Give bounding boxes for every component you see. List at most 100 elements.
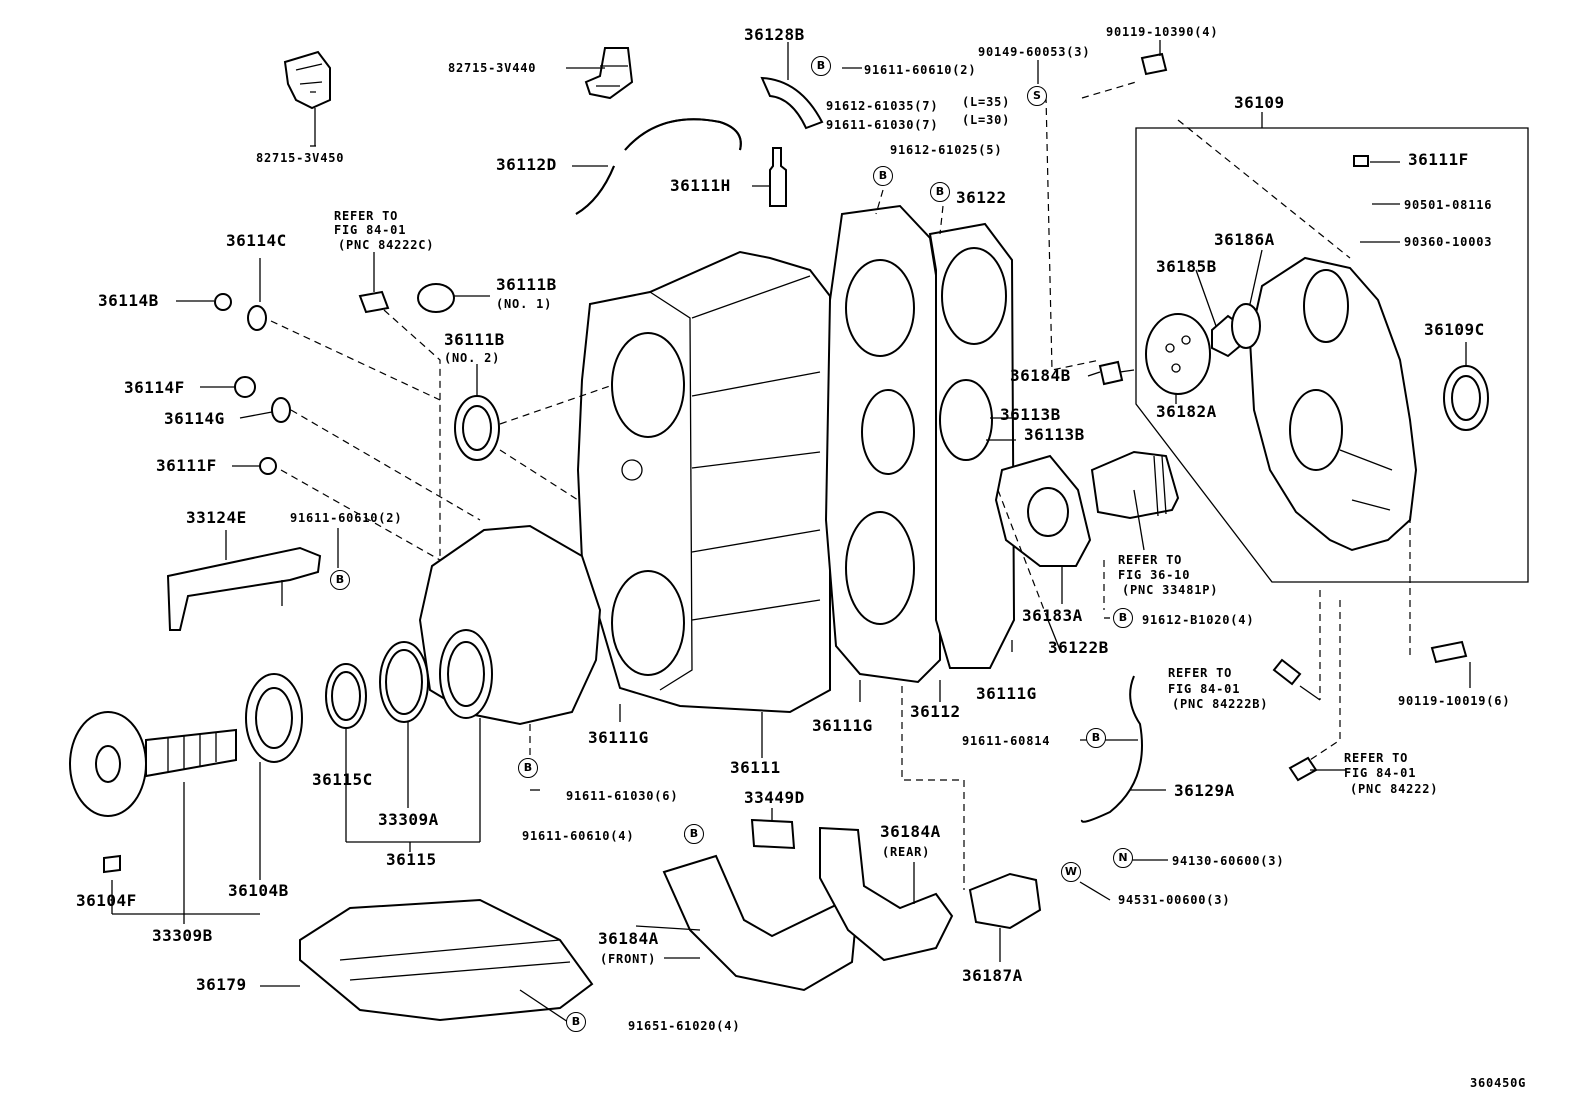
label-33124e: 33124E bbox=[186, 508, 247, 527]
label-ref4-b: FIG 84-01 bbox=[1344, 766, 1417, 780]
label-36111g-left: 36111G bbox=[588, 728, 649, 747]
badge-b-2: B bbox=[873, 166, 893, 186]
bracket-33124e bbox=[166, 546, 322, 631]
label-36122: 36122 bbox=[956, 188, 1007, 207]
label-36115: 36115 bbox=[386, 850, 437, 869]
label-91611-61030-7: 91611-61030(7) bbox=[826, 118, 939, 132]
badge-n: N bbox=[1113, 848, 1133, 868]
case-36111 bbox=[576, 250, 831, 758]
label-91612-b1020: 91612-B1020(4) bbox=[1142, 613, 1255, 627]
label-82715-3v450: 82715-3V450 bbox=[256, 151, 345, 165]
plate-36112 bbox=[824, 204, 941, 702]
label-36179: 36179 bbox=[196, 975, 247, 994]
label-90119-10019: 90119-10019(6) bbox=[1398, 694, 1511, 708]
skid-plate-36179 bbox=[299, 898, 594, 1022]
label-36186a: 36186A bbox=[1214, 230, 1275, 249]
label-91612-61035: 91612-61035(7) bbox=[826, 99, 939, 113]
label-ref4-c: (PNC 84222) bbox=[1350, 782, 1439, 796]
label-94531-00600: 94531-00600(3) bbox=[1118, 893, 1231, 907]
label-ref3-c: (PNC 84222B) bbox=[1172, 697, 1269, 711]
bracket-82715-3v440 bbox=[566, 47, 634, 100]
small-parts-left bbox=[214, 283, 500, 475]
label-90119-10390: 90119-10390(4) bbox=[1106, 25, 1219, 39]
label-l35: (L=35) bbox=[962, 95, 1011, 109]
badge-b-6: B bbox=[1086, 728, 1106, 748]
label-91611-60610-2-top: 91611-60610(2) bbox=[864, 63, 977, 77]
label-90360-10003: 90360-10003 bbox=[1404, 235, 1493, 249]
label-36104b: 36104B bbox=[228, 881, 289, 900]
retainer-33449d bbox=[750, 818, 796, 850]
label-36182a: 36182A bbox=[1156, 402, 1217, 421]
pump-36183a bbox=[994, 454, 1092, 567]
label-36185b: 36185B bbox=[1156, 257, 1217, 276]
label-36183a: 36183A bbox=[1022, 606, 1083, 625]
label-33309a: 33309A bbox=[378, 810, 439, 829]
label-91611-60610-2-left: 91611-60610(2) bbox=[290, 511, 403, 525]
bolt-36184b bbox=[1098, 360, 1135, 386]
bracket-82715-3v450 bbox=[283, 50, 331, 146]
label-36104f: 36104F bbox=[76, 891, 137, 910]
label-ref3-a: REFER TO bbox=[1168, 666, 1233, 680]
label-91611-61030-6: 91611-61030(6) bbox=[566, 789, 679, 803]
gasket-36122 bbox=[928, 222, 1016, 669]
guide-lines bbox=[270, 81, 1411, 890]
skid-plate-36184a-rear bbox=[819, 826, 954, 962]
gear-36186a bbox=[1231, 303, 1261, 349]
label-36111: 36111 bbox=[730, 758, 781, 777]
label-36113b-1: 36113B bbox=[1000, 405, 1061, 424]
label-no2: (NO. 2) bbox=[444, 351, 501, 365]
label-36111b-2: 36111B bbox=[444, 330, 505, 349]
oil-seal-36109c bbox=[1443, 365, 1489, 431]
label-36109: 36109 bbox=[1234, 93, 1285, 112]
badge-b-4: B bbox=[330, 570, 350, 590]
badge-b-9: B bbox=[566, 1012, 586, 1032]
label-94130-60600: 94130-60600(3) bbox=[1172, 854, 1285, 868]
label-36112: 36112 bbox=[910, 702, 961, 721]
right-bolts bbox=[1140, 52, 1468, 782]
leader-lines bbox=[111, 40, 1471, 1023]
label-91611-60610-4: 91611-60610(4) bbox=[522, 829, 635, 843]
label-36111h: 36111H bbox=[670, 176, 731, 195]
plate-36128b bbox=[760, 42, 824, 130]
badge-b-3: B bbox=[930, 182, 950, 202]
label-no1: (NO. 1) bbox=[496, 297, 553, 311]
bolt-36104f bbox=[103, 854, 121, 874]
label-rear: (REAR) bbox=[882, 845, 931, 859]
badge-s: S bbox=[1027, 86, 1047, 106]
label-ref2-c: (PNC 33481P) bbox=[1122, 583, 1219, 597]
hose-36112d bbox=[572, 118, 742, 215]
label-36187a: 36187A bbox=[962, 966, 1023, 985]
housing-36115 bbox=[418, 524, 602, 726]
label-l30: (L=30) bbox=[962, 113, 1011, 127]
label-36111f-left: 36111F bbox=[156, 456, 217, 475]
sensor-33481p bbox=[1090, 450, 1180, 520]
label-90501-08116: 90501-08116 bbox=[1404, 198, 1493, 212]
label-ref2-a: REFER TO bbox=[1118, 553, 1183, 567]
label-36128b: 36128B bbox=[744, 25, 805, 44]
rotor-36182a bbox=[1145, 313, 1211, 395]
label-ref4-a: REFER TO bbox=[1344, 751, 1409, 765]
label-36114c: 36114C bbox=[226, 231, 287, 250]
label-90149-60053: 90149-60053(3) bbox=[978, 45, 1091, 59]
tube-36129a bbox=[1080, 675, 1143, 823]
badge-b: B bbox=[811, 56, 831, 76]
flange-33309b bbox=[69, 711, 237, 817]
badge-w: W bbox=[1061, 862, 1081, 882]
label-33449d: 33449D bbox=[744, 788, 805, 807]
label-ref3-b: FIG 84-01 bbox=[1168, 682, 1241, 696]
label-ref1-b: FIG 84-01 bbox=[334, 223, 407, 237]
breather-36111h bbox=[752, 147, 787, 207]
badge-b-5: B bbox=[1113, 608, 1133, 628]
label-91612-61025: 91612-61025(5) bbox=[890, 143, 1003, 157]
label-36111f-right: 36111F bbox=[1408, 150, 1469, 169]
label-82715-3v440: 82715-3V440 bbox=[448, 61, 537, 75]
seal-33309a bbox=[379, 641, 429, 723]
label-36114b: 36114B bbox=[98, 291, 159, 310]
label-36114g: 36114G bbox=[164, 409, 225, 428]
badge-b-8: B bbox=[684, 824, 704, 844]
label-91651-61020: 91651-61020(4) bbox=[628, 1019, 741, 1033]
label-36114f: 36114F bbox=[124, 378, 185, 397]
label-36111b-1: 36111B bbox=[496, 275, 557, 294]
label-front: (FRONT) bbox=[600, 952, 657, 966]
